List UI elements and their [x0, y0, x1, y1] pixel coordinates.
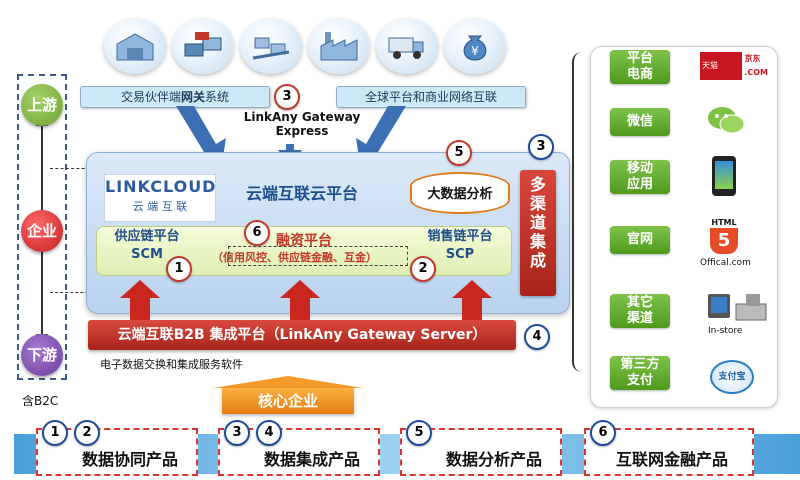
alipay-text: 支付宝 [718, 372, 746, 382]
finance-subtitle: （信用风控、供应链金融、互金） [212, 251, 377, 264]
alipay-icon: 支付宝 [710, 360, 754, 394]
svg-text:¥: ¥ [471, 44, 479, 58]
b2b-prefix: 云端互联 [117, 327, 174, 343]
shipping-containers-icon [172, 18, 234, 74]
product-data-integration: 3 4 数据集成产品 [218, 420, 380, 476]
product-label-4: 互联网金融产品 [616, 450, 729, 469]
number-badge-2: 2 [410, 256, 436, 282]
red-up-arrows [120, 280, 492, 320]
linkcloud-logo-wordmark: LINKCLOUD [105, 177, 217, 196]
product-data-collaboration: 1 2 数据协同产品 [36, 420, 198, 476]
global-network-label: 全球平台和商业网络互联 [364, 90, 497, 104]
truck-icon [376, 18, 438, 74]
gateway-express-line1: LinkAny Gateway [243, 110, 361, 124]
jd-com-text: .COM [744, 68, 768, 77]
instore-label: In-store [708, 326, 743, 336]
number-badge-5-bigdata: 5 [446, 140, 472, 166]
b2b-rest: 集成平台（LinkAny Gateway Server） [204, 327, 487, 343]
partner-gateway-prefix: 交易伙伴端 [120, 90, 181, 104]
channel-other: 其它 渠道 [610, 294, 670, 328]
product-num-3: 3 [224, 420, 250, 446]
wechat-icon [706, 104, 746, 142]
number-badge-6: 6 [244, 220, 270, 246]
partner-gateway-tag: 交易伙伴端网关系统 [80, 86, 270, 108]
jd-cn-text: 京东 [744, 54, 761, 63]
multi-channel-label: 多渠道集成 [527, 176, 546, 271]
b2c-label: 含B2C [22, 394, 59, 408]
smartphone-icon [712, 156, 736, 196]
product-num-4: 4 [256, 420, 282, 446]
number-badge-1: 1 [166, 256, 192, 282]
product-label-1: 数据协同产品 [82, 450, 179, 469]
money-bag-icon: ¥ [444, 18, 506, 74]
number-badge-3-platform: 3 [528, 134, 554, 160]
linkcloud-logo-cn: 云 端 互 联 [132, 200, 188, 213]
product-label-3: 数据分析产品 [446, 450, 543, 469]
conveyor-icon [240, 18, 302, 74]
upstream-circle: 上游 [21, 84, 63, 126]
channel-official-site: 官网 [610, 226, 670, 254]
number-badge-3-top: 3 [274, 84, 300, 110]
instore-pos-icon [706, 290, 770, 330]
finance-dashed-box [228, 246, 408, 266]
big-data-label: 大数据分析 [427, 187, 493, 202]
core-enterprise-box: 核心企业 [222, 388, 354, 414]
core-enterprise-arrow [213, 376, 363, 388]
scp-block: 销售链平台 SCP [412, 228, 508, 264]
linkcloud-logo: LINKCLOUD 云 端 互 联 [104, 174, 216, 222]
core-enterprise-label: 核心企业 [257, 392, 318, 410]
finance-title: 融资平台 [276, 233, 332, 249]
channel-wechat: 微信 [610, 108, 670, 136]
product-internet-finance: 6 互联网金融产品 [584, 420, 754, 476]
offical-com-label: Offical.com [700, 258, 751, 268]
gateway-express-line2: Express [275, 124, 329, 138]
smartphone-screen [715, 161, 733, 189]
scm-block: 供应链平台 SCM [102, 228, 192, 264]
inner-platform-bar [96, 226, 512, 276]
html5-shield: 5 [710, 228, 738, 254]
product-num-6: 6 [590, 420, 616, 446]
partner-gateway-suffix: 系统 [205, 90, 230, 104]
b2b-bold: B2B [173, 327, 205, 343]
channel-third-party-payment: 第三方 支付 [610, 356, 670, 390]
downstream-circle: 下游 [21, 334, 63, 376]
channel-ecommerce: 平台 电商 [610, 50, 670, 84]
b2b-note: 电子数据交换和集成服务软件 [100, 358, 243, 371]
product-num-1: 1 [42, 420, 68, 446]
gateway-express-label: LinkAny Gateway Express [232, 110, 372, 138]
partner-gateway-bold: 网关 [180, 90, 205, 104]
jd-text: 京东 .COM [742, 52, 770, 80]
dashed-connector-top [50, 168, 90, 169]
b2b-integration-bar: 云端互联B2B 集成平台（LinkAny Gateway Server） [88, 320, 516, 350]
warehouse-icon [104, 18, 166, 74]
product-data-analysis: 5 数据分析产品 [400, 420, 562, 476]
scp-label-cn: 销售链平台 [427, 229, 493, 244]
html5-icon: HTML 5 [702, 218, 746, 254]
number-badge-4: 4 [524, 324, 550, 350]
enterprise-circle: 企业 [21, 210, 63, 252]
product-num-2: 2 [74, 420, 100, 446]
tmall-jd-logo: 天猫TMALL 京东 .COM [700, 52, 770, 94]
factory-icon [308, 18, 370, 74]
channel-mobile-app: 移动 应用 [610, 160, 670, 194]
right-brace [572, 52, 588, 372]
multi-channel-box: 多渠道集成 [520, 170, 556, 296]
top-icon-row: ¥ [104, 18, 506, 80]
product-label-2: 数据集成产品 [264, 450, 361, 469]
scp-label-en: SCP [445, 247, 475, 262]
html5-word: HTML [711, 218, 737, 227]
platform-title: 云端互联云平台 [246, 184, 359, 203]
scm-label-en: SCM [131, 247, 163, 262]
left-dashed-frame [17, 74, 67, 380]
scm-label-cn: 供应链平台 [114, 229, 180, 244]
tmall-text: 天猫TMALL [702, 61, 729, 94]
global-network-tag: 全球平台和商业网络互联 [336, 86, 526, 108]
big-data-cylinder: 大数据分析 [410, 172, 510, 214]
product-num-5: 5 [406, 420, 432, 446]
